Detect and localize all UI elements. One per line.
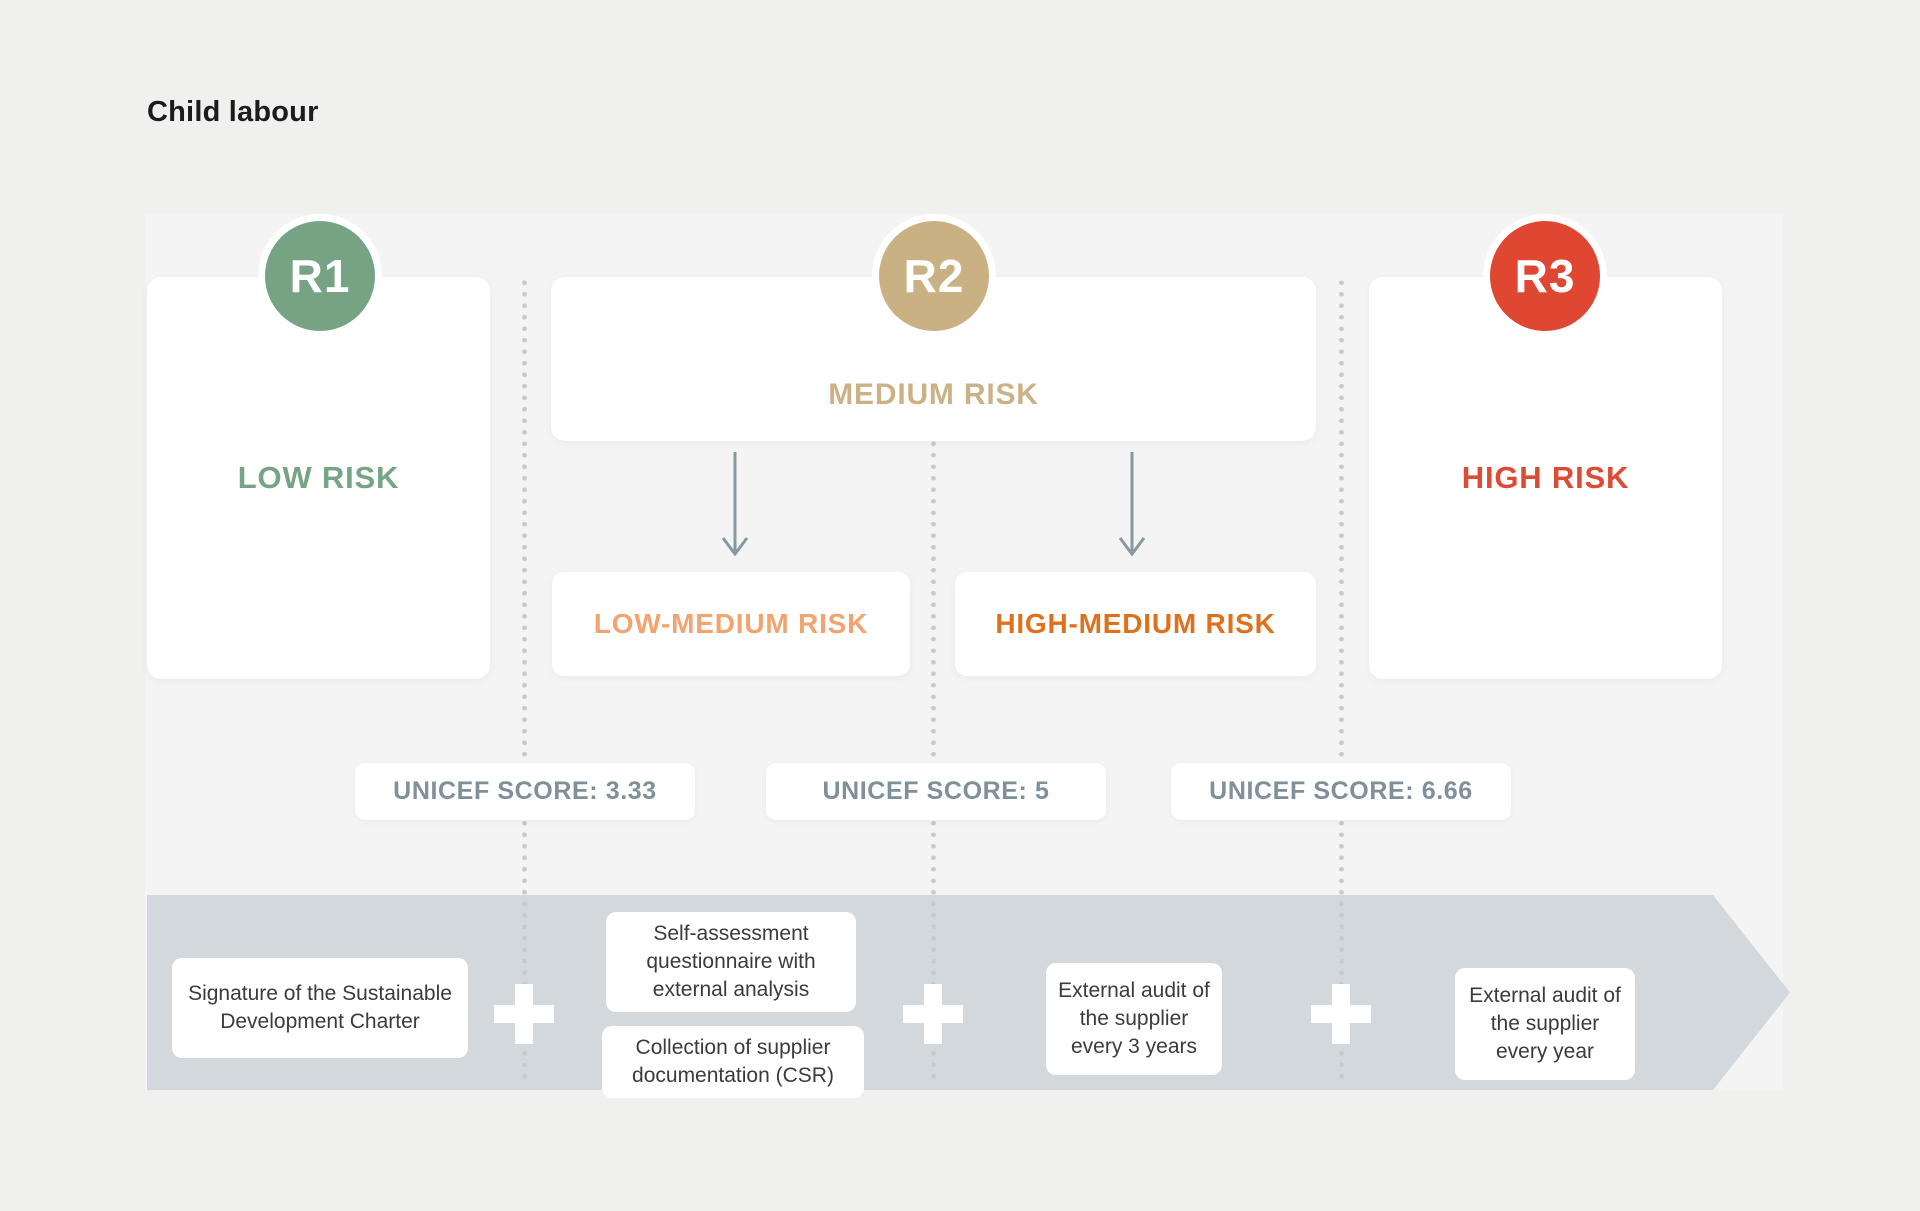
low-risk-label: LOW RISK bbox=[237, 460, 400, 495]
process-step-audit-3-years: External audit of the supplier every 3 y… bbox=[1046, 963, 1222, 1075]
plus-icon bbox=[903, 984, 963, 1044]
unicef-score-badge-3: UNICEF SCORE: 6.66 bbox=[1171, 763, 1511, 820]
low-medium-risk-label: LOW-MEDIUM RISK bbox=[593, 608, 869, 639]
low-medium-risk-card: LOW-MEDIUM RISK bbox=[552, 572, 910, 676]
unicef-score-badge-2: UNICEF SCORE: 5 bbox=[766, 763, 1106, 820]
page-title: Child labour bbox=[147, 96, 319, 128]
process-step-label: External audit of the supplier every yea… bbox=[1469, 984, 1621, 1063]
plus-icon-bar bbox=[903, 1005, 963, 1023]
process-step-audit-every-year: External audit of the supplier every yea… bbox=[1455, 968, 1635, 1080]
unicef-score-label: UNICEF SCORE: 3.33 bbox=[393, 777, 657, 805]
high-risk-label: HIGH RISK bbox=[1461, 460, 1630, 495]
medium-risk-label: MEDIUM RISK bbox=[828, 378, 1039, 411]
dotted-separator-2 bbox=[931, 277, 936, 1085]
dotted-separator-1 bbox=[522, 277, 527, 1085]
r3-badge-label: R3 bbox=[1514, 250, 1576, 302]
arrow-down-icon bbox=[1118, 452, 1146, 557]
unicef-score-label: UNICEF SCORE: 5 bbox=[822, 777, 1050, 805]
dotted-separator-3 bbox=[1339, 277, 1344, 1085]
process-step-self-assessment: Self-assessment questionnaire with exter… bbox=[606, 912, 856, 1012]
low-risk-card: LOW RISK bbox=[147, 277, 490, 679]
plus-icon-bar bbox=[494, 1005, 554, 1023]
r1-badge-label: R1 bbox=[289, 250, 351, 302]
process-step-signature: Signature of the Sustainable Development… bbox=[172, 958, 468, 1058]
high-medium-risk-card: HIGH-MEDIUM RISK bbox=[955, 572, 1316, 676]
unicef-score-badge-1: UNICEF SCORE: 3.33 bbox=[355, 763, 695, 820]
plus-icon bbox=[494, 984, 554, 1044]
process-step-label: External audit of the supplier every 3 y… bbox=[1058, 979, 1210, 1058]
r3-badge: R3 bbox=[1483, 214, 1607, 338]
r1-badge: R1 bbox=[258, 214, 382, 338]
unicef-score-label: UNICEF SCORE: 6.66 bbox=[1209, 777, 1473, 805]
process-step-label: Signature of the Sustainable Development… bbox=[188, 982, 452, 1033]
process-step-documentation: Collection of supplier documentation (CS… bbox=[602, 1026, 864, 1098]
arrow-down-icon bbox=[721, 452, 749, 557]
r2-badge-label: R2 bbox=[903, 250, 965, 302]
r2-badge: R2 bbox=[872, 214, 996, 338]
high-medium-risk-label: HIGH-MEDIUM RISK bbox=[995, 608, 1276, 639]
plus-icon-bar bbox=[1311, 1005, 1371, 1023]
process-step-label: Collection of supplier documentation (CS… bbox=[632, 1036, 834, 1087]
plus-icon bbox=[1311, 984, 1371, 1044]
high-risk-card: HIGH RISK bbox=[1369, 277, 1722, 679]
process-step-label: Self-assessment questionnaire with exter… bbox=[646, 922, 816, 1001]
